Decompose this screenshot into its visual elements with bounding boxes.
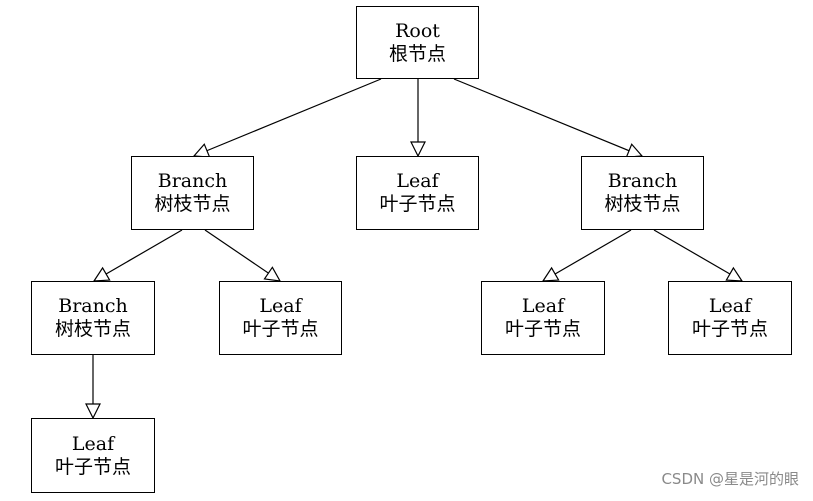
node-branch-left-en: Branch [157, 170, 228, 193]
edge-branch-right-leaf-r2 [653, 229, 742, 281]
node-branch-sub: Branch 树枝节点 [31, 281, 155, 355]
node-leaf-r2: Leaf 叶子节点 [668, 281, 792, 355]
node-branch-right-en: Branch [607, 170, 678, 193]
node-branch-right-zh: 树枝节点 [604, 193, 681, 215]
node-leaf-center-zh: 叶子节点 [379, 193, 456, 215]
node-branch-right: Branch 树枝节点 [581, 156, 704, 230]
edge-branch-left-branch-sub [94, 229, 183, 281]
node-leaf-r2-en: Leaf [708, 295, 752, 318]
node-leaf-r1-zh: 叶子节点 [504, 318, 581, 340]
node-root-en: Root [395, 19, 440, 42]
node-leaf-r2-zh: 叶子节点 [691, 318, 768, 340]
node-root: Root 根节点 [356, 6, 479, 79]
watermark: CSDN @星是河的眼 [661, 470, 799, 488]
node-leaf-l1-en: Leaf [259, 295, 302, 318]
node-branch-sub-en: Branch [58, 295, 128, 318]
node-leaf-l1: Leaf 叶子节点 [219, 281, 342, 355]
node-leaf-center: Leaf 叶子节点 [356, 156, 479, 230]
edge-root-branch-right [453, 78, 642, 156]
edge-branch-left-leaf-l1 [204, 229, 280, 281]
node-branch-sub-zh: 树枝节点 [54, 318, 131, 340]
node-leaf-bottom: Leaf 叶子节点 [31, 418, 155, 493]
node-leaf-r1-en: Leaf [521, 295, 565, 318]
node-leaf-bottom-en: Leaf [71, 432, 115, 455]
edge-branch-right-leaf-r1 [543, 229, 632, 281]
edge-root-branch-left [194, 78, 382, 156]
node-leaf-l1-zh: 叶子节点 [242, 318, 319, 340]
node-root-zh: 根节点 [388, 42, 446, 65]
node-leaf-center-en: Leaf [396, 170, 439, 193]
node-leaf-r1: Leaf 叶子节点 [481, 281, 605, 355]
node-leaf-bottom-zh: 叶子节点 [54, 455, 131, 478]
node-branch-left: Branch 树枝节点 [131, 156, 254, 230]
node-branch-left-zh: 树枝节点 [154, 193, 231, 215]
